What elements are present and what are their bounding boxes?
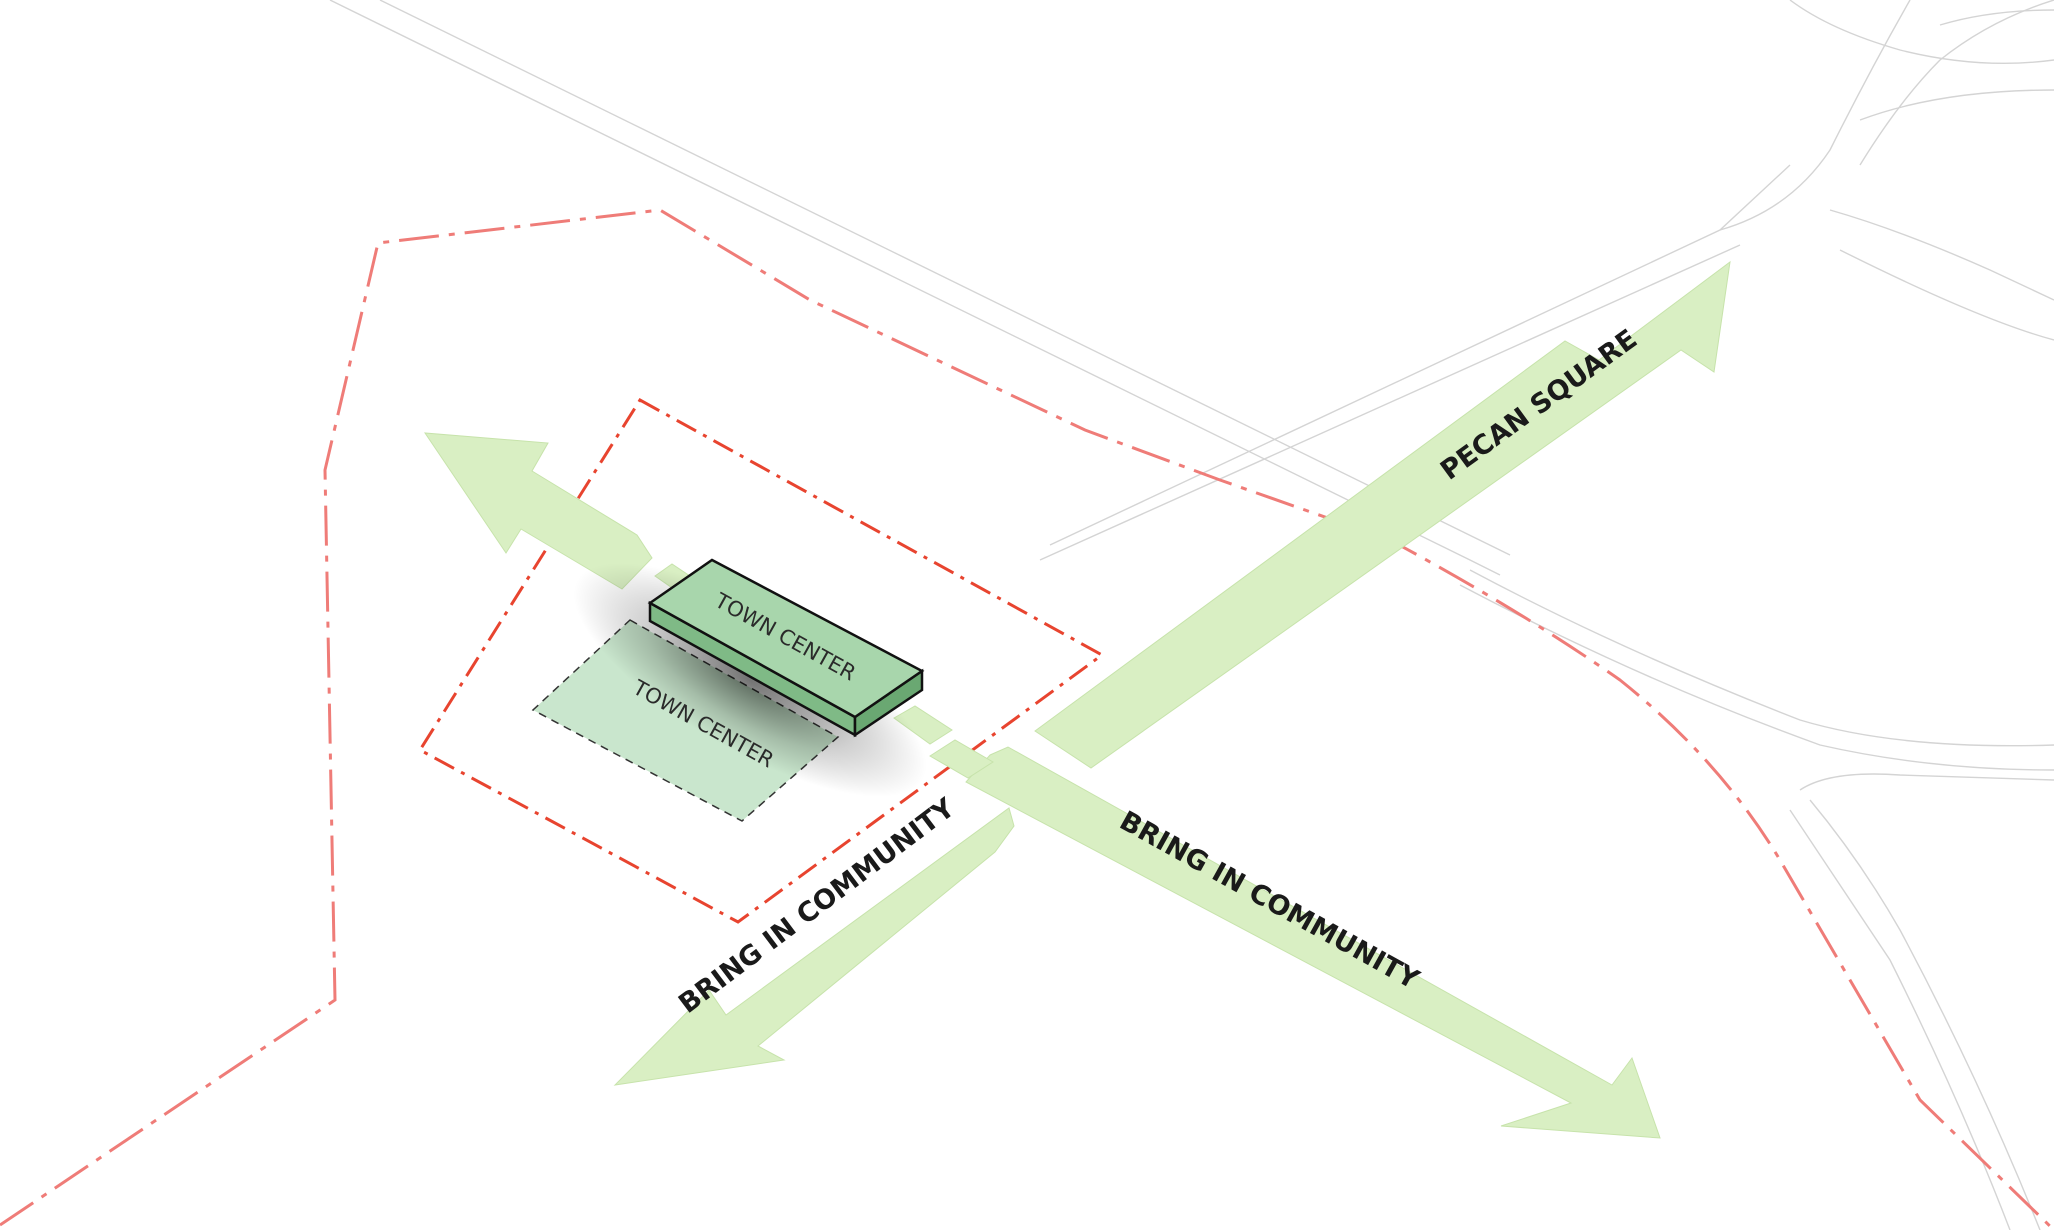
- road-line-upper-right-6: [1839, 249, 2054, 341]
- road-line-upper-right-7: [1859, 89, 2054, 121]
- arrow-crossing-dash-1: [893, 705, 953, 745]
- pecan-square-label: PECAN SQUARE: [1435, 324, 1643, 487]
- road-line-diagonal-2: [1039, 244, 1741, 561]
- road-line-upper-right-2: [1859, 0, 2054, 166]
- road-line-upper-right-3: [1829, 209, 2054, 301]
- building-top: [647, 558, 925, 719]
- road-line-lower-2: [1809, 799, 2041, 1230]
- arrow-community-left: [613, 807, 1015, 1086]
- arrow-community-right: [965, 746, 1661, 1139]
- bring-in-community-right-label: BRING IN COMMUNITY: [1114, 805, 1424, 996]
- outer-site-boundary: [0, 208, 2054, 1230]
- road-line-middle-2: [1459, 584, 2054, 771]
- road-line-lower: [1799, 773, 2054, 791]
- road-lines: [329, 0, 2054, 1230]
- road-line-upper-right-5: [1939, 9, 2054, 26]
- road-line-upper-1: [329, 0, 1501, 576]
- arrow-pecan-square: [1034, 260, 1731, 769]
- arrows: [424, 260, 1731, 1139]
- road-line-upper-right-1: [1719, 0, 1911, 231]
- arrow-northwest: [424, 432, 653, 590]
- road-line-middle: [1469, 569, 2054, 747]
- road-line-lower-3: [1789, 809, 2011, 1230]
- town-center-building: [647, 558, 925, 738]
- road-line-upper-2: [379, 0, 1511, 556]
- inner-site-boundary: [417, 398, 1105, 924]
- arrow-crossing-dash-2: [929, 739, 994, 779]
- road-line-upper-right-4: [1789, 0, 2054, 65]
